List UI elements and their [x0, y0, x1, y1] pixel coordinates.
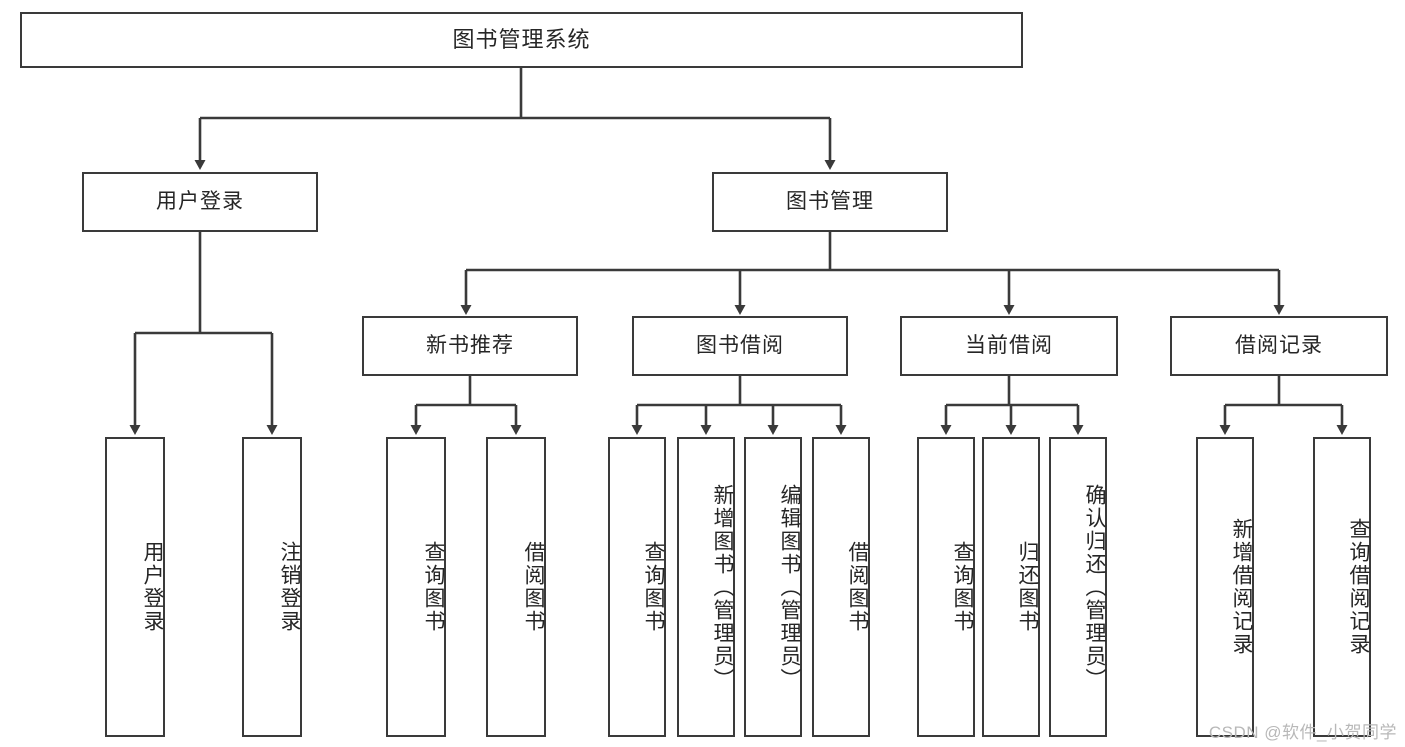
node-leaf-borrow-book-rec-label: 借阅图书 — [522, 541, 545, 633]
node-leaf-add-record[interactable]: 新增借阅记录 — [1196, 437, 1254, 737]
node-book-manage[interactable]: 图书管理 — [712, 172, 948, 232]
node-leaf-borrow-book-bb-label: 借阅图书 — [846, 541, 869, 633]
node-book-borrow-label: 图书借阅 — [696, 334, 784, 358]
node-leaf-return-book[interactable]: 归还图书 — [982, 437, 1040, 737]
node-book-manage-label: 图书管理 — [786, 190, 874, 214]
watermark: CSDN @软件_小贺同学 — [1208, 723, 1397, 742]
node-leaf-logout-label: 注销登录 — [278, 541, 301, 633]
node-book-borrow[interactable]: 图书借阅 — [632, 316, 848, 376]
node-user-login[interactable]: 用户登录 — [82, 172, 318, 232]
node-leaf-query-book-rec[interactable]: 查询图书 — [386, 437, 446, 737]
node-root[interactable]: 图书管理系统 — [20, 12, 1023, 68]
node-leaf-logout[interactable]: 注销登录 — [242, 437, 302, 737]
node-new-book-rec[interactable]: 新书推荐 — [362, 316, 578, 376]
node-current-borrow-label: 当前借阅 — [965, 334, 1053, 358]
node-leaf-borrow-book-rec[interactable]: 借阅图书 — [486, 437, 546, 737]
node-leaf-query-book-bb-label: 查询图书 — [642, 541, 665, 633]
node-leaf-query-record-label: 查询借阅记录 — [1347, 518, 1370, 656]
node-leaf-add-book-label: 新增图书（管理员） — [711, 483, 734, 691]
node-leaf-query-book-cb-label: 查询图书 — [951, 541, 974, 633]
node-leaf-user-login[interactable]: 用户登录 — [105, 437, 165, 737]
node-leaf-query-record[interactable]: 查询借阅记录 — [1313, 437, 1371, 737]
node-root-label: 图书管理系统 — [452, 26, 591, 52]
node-leaf-query-book-cb[interactable]: 查询图书 — [917, 437, 975, 737]
node-leaf-edit-book[interactable]: 编辑图书（管理员） — [744, 437, 802, 737]
node-leaf-add-book[interactable]: 新增图书（管理员） — [677, 437, 735, 737]
node-leaf-borrow-book-bb[interactable]: 借阅图书 — [812, 437, 870, 737]
node-leaf-user-login-label: 用户登录 — [141, 541, 164, 633]
node-leaf-return-book-label: 归还图书 — [1016, 541, 1039, 633]
node-leaf-edit-book-label: 编辑图书（管理员） — [778, 483, 801, 691]
node-leaf-confirm-return[interactable]: 确认归还（管理员） — [1049, 437, 1107, 737]
node-new-book-rec-label: 新书推荐 — [426, 334, 514, 358]
node-leaf-confirm-return-label: 确认归还（管理员） — [1083, 483, 1106, 691]
node-leaf-query-book-rec-label: 查询图书 — [422, 541, 445, 633]
node-current-borrow[interactable]: 当前借阅 — [900, 316, 1118, 376]
node-user-login-label: 用户登录 — [156, 190, 244, 214]
node-leaf-query-book-bb[interactable]: 查询图书 — [608, 437, 666, 737]
node-leaf-add-record-label: 新增借阅记录 — [1230, 518, 1253, 656]
node-borrow-record[interactable]: 借阅记录 — [1170, 316, 1388, 376]
node-borrow-record-label: 借阅记录 — [1235, 334, 1323, 358]
